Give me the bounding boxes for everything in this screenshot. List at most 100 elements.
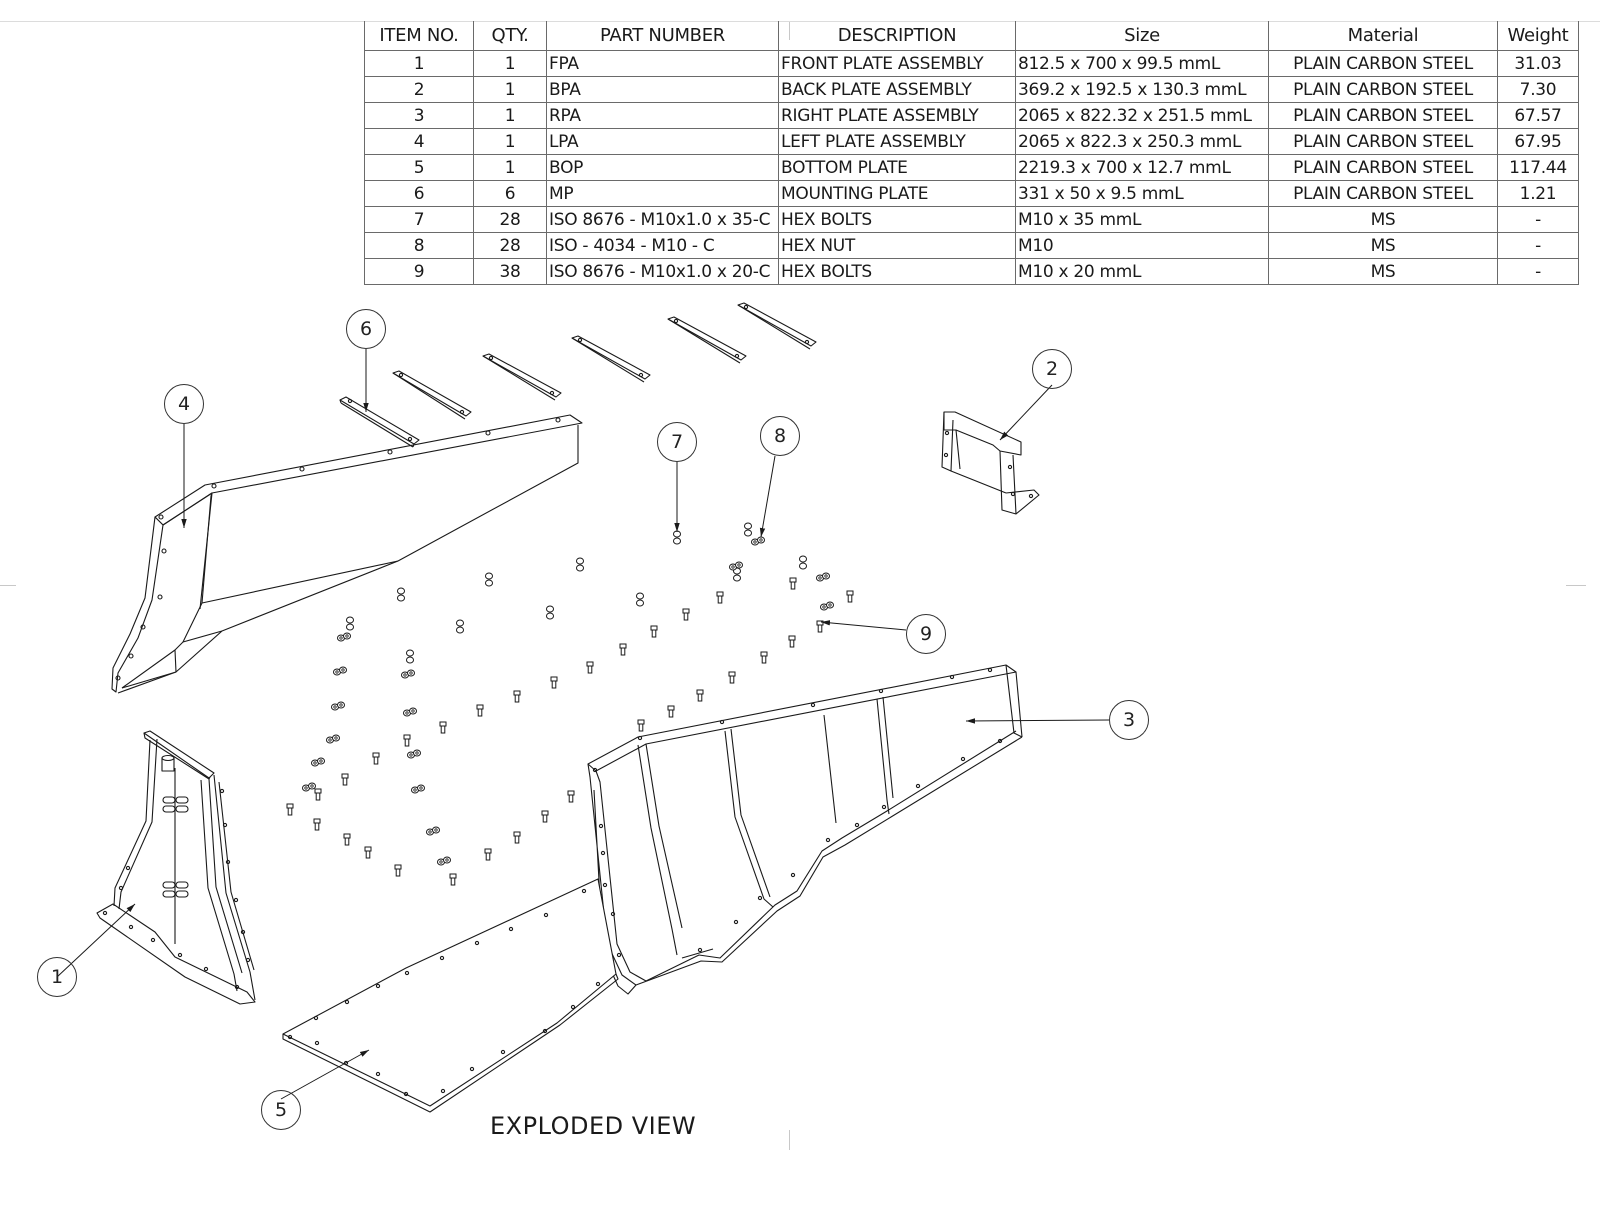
cell-part-number: ISO 8676 - M10x1.0 x 20-C xyxy=(546,258,779,285)
cell-item: 8 xyxy=(364,232,474,259)
hex-bolt xyxy=(456,619,464,634)
hex-nut xyxy=(326,734,340,744)
hex-nut xyxy=(820,601,834,611)
hex-bolt xyxy=(586,661,594,674)
bom-header-row: ITEM NO. QTY. PART NUMBER DESCRIPTION Si… xyxy=(364,21,1579,51)
hex-bolt xyxy=(799,555,807,570)
hex-nut xyxy=(333,666,347,676)
hex-nut xyxy=(751,536,765,546)
hex-bolt xyxy=(343,833,351,846)
hex-bolt xyxy=(513,690,521,703)
hex-bolt xyxy=(485,572,493,587)
cell-part-number: ISO - 4034 - M10 - C xyxy=(546,232,779,259)
cell-material: PLAIN CARBON STEEL xyxy=(1268,50,1498,77)
hex-bolt xyxy=(397,587,405,602)
slot-holes xyxy=(162,796,189,898)
balloon-3: 3 xyxy=(1109,700,1149,740)
sheet-center-mark-bottom xyxy=(789,1130,790,1150)
hex-nut xyxy=(311,757,325,767)
hex-bolt xyxy=(372,752,380,765)
hex-bolt xyxy=(403,734,411,747)
hex-bolt xyxy=(364,846,372,859)
balloon-1: 1 xyxy=(37,957,77,997)
bom-row: 4 1 LPA LEFT PLATE ASSEMBLY 2065 x 822.3… xyxy=(364,128,1579,155)
cell-weight: - xyxy=(1497,258,1579,285)
hex-bolt xyxy=(673,530,681,545)
bill-of-materials-table: ITEM NO. QTY. PART NUMBER DESCRIPTION Si… xyxy=(364,21,1579,285)
hex-nut xyxy=(403,707,417,717)
hex-bolt xyxy=(484,848,492,861)
leader-line-3 xyxy=(965,718,1110,724)
balloon-4: 4 xyxy=(164,384,204,424)
mounting-plate xyxy=(667,316,747,364)
cell-weight: 7.30 xyxy=(1497,76,1579,103)
left-plate-assembly xyxy=(111,414,583,694)
cell-weight: 67.95 xyxy=(1497,128,1579,155)
hex-bolt xyxy=(696,689,704,702)
hex-bolt xyxy=(546,605,554,620)
header-description: DESCRIPTION xyxy=(778,21,1016,51)
cell-weight: 31.03 xyxy=(1497,50,1579,77)
hex-bolt xyxy=(789,577,797,590)
hex-bolt xyxy=(286,803,294,816)
sheet-center-mark-right xyxy=(1566,585,1586,586)
fastener-cluster xyxy=(286,522,854,886)
leader-line-2 xyxy=(999,384,1053,441)
hex-nut xyxy=(401,669,415,679)
hex-nut xyxy=(302,782,316,792)
cell-part-number: BOP xyxy=(546,154,779,181)
hex-bolt xyxy=(346,616,354,631)
view-label: EXPLODED VIEW xyxy=(490,1112,697,1140)
cell-item: 2 xyxy=(364,76,474,103)
cell-item: 9 xyxy=(364,258,474,285)
hex-nut xyxy=(729,561,743,571)
hex-nut xyxy=(337,632,351,642)
bom-row: 1 1 FPA FRONT PLATE ASSEMBLY 812.5 x 700… xyxy=(364,50,1579,77)
hex-bolt xyxy=(650,625,658,638)
cell-qty: 1 xyxy=(473,102,547,129)
balloon-8: 8 xyxy=(760,416,800,456)
hex-bolt xyxy=(637,719,645,732)
hex-nut xyxy=(407,749,421,759)
cell-size: 2065 x 822.3 x 250.3 mmL xyxy=(1015,128,1269,155)
hex-bolt xyxy=(716,591,724,604)
hex-nut xyxy=(437,856,451,866)
cell-material: PLAIN CARBON STEEL xyxy=(1268,180,1498,207)
cell-item: 6 xyxy=(364,180,474,207)
cell-material: PLAIN CARBON STEEL xyxy=(1268,102,1498,129)
leader-line-9 xyxy=(820,620,907,631)
hex-bolt xyxy=(760,651,768,664)
hex-bolt xyxy=(439,721,447,734)
cell-description: HEX BOLTS xyxy=(778,206,1016,233)
cell-weight: 117.44 xyxy=(1497,154,1579,181)
hex-bolt xyxy=(449,873,457,886)
hex-bolt xyxy=(744,522,752,537)
hex-bolt xyxy=(314,788,322,801)
cell-part-number: RPA xyxy=(546,102,779,129)
cell-size: 812.5 x 700 x 99.5 mmL xyxy=(1015,50,1269,77)
cell-size: M10 xyxy=(1015,232,1269,259)
cell-item: 4 xyxy=(364,128,474,155)
balloon-6: 6 xyxy=(346,309,386,349)
bom-row: 6 6 MP MOUNTING PLATE 331 x 50 x 9.5 mmL… xyxy=(364,180,1579,207)
bom-row: 8 28 ISO - 4034 - M10 - C HEX NUT M10 MS… xyxy=(364,232,1579,259)
cell-description: RIGHT PLATE ASSEMBLY xyxy=(778,102,1016,129)
cell-qty: 1 xyxy=(473,154,547,181)
cell-description: BACK PLATE ASSEMBLY xyxy=(778,76,1016,103)
bom-row: 9 38 ISO 8676 - M10x1.0 x 20-C HEX BOLTS… xyxy=(364,258,1579,285)
sheet-center-mark-left xyxy=(0,585,16,586)
cell-size: M10 x 35 mmL xyxy=(1015,206,1269,233)
right-plate-assembly xyxy=(587,664,1023,995)
hex-bolt xyxy=(619,643,627,656)
hex-nut xyxy=(816,572,830,582)
hex-bolt xyxy=(682,608,690,621)
cell-item: 3 xyxy=(364,102,474,129)
cell-description: HEX BOLTS xyxy=(778,258,1016,285)
hex-bolt xyxy=(550,676,558,689)
mounting-plate xyxy=(482,353,562,401)
hex-bolt xyxy=(667,705,675,718)
leader-line-8 xyxy=(759,455,776,538)
hex-bolt xyxy=(313,818,321,831)
hex-bolt xyxy=(816,620,824,633)
